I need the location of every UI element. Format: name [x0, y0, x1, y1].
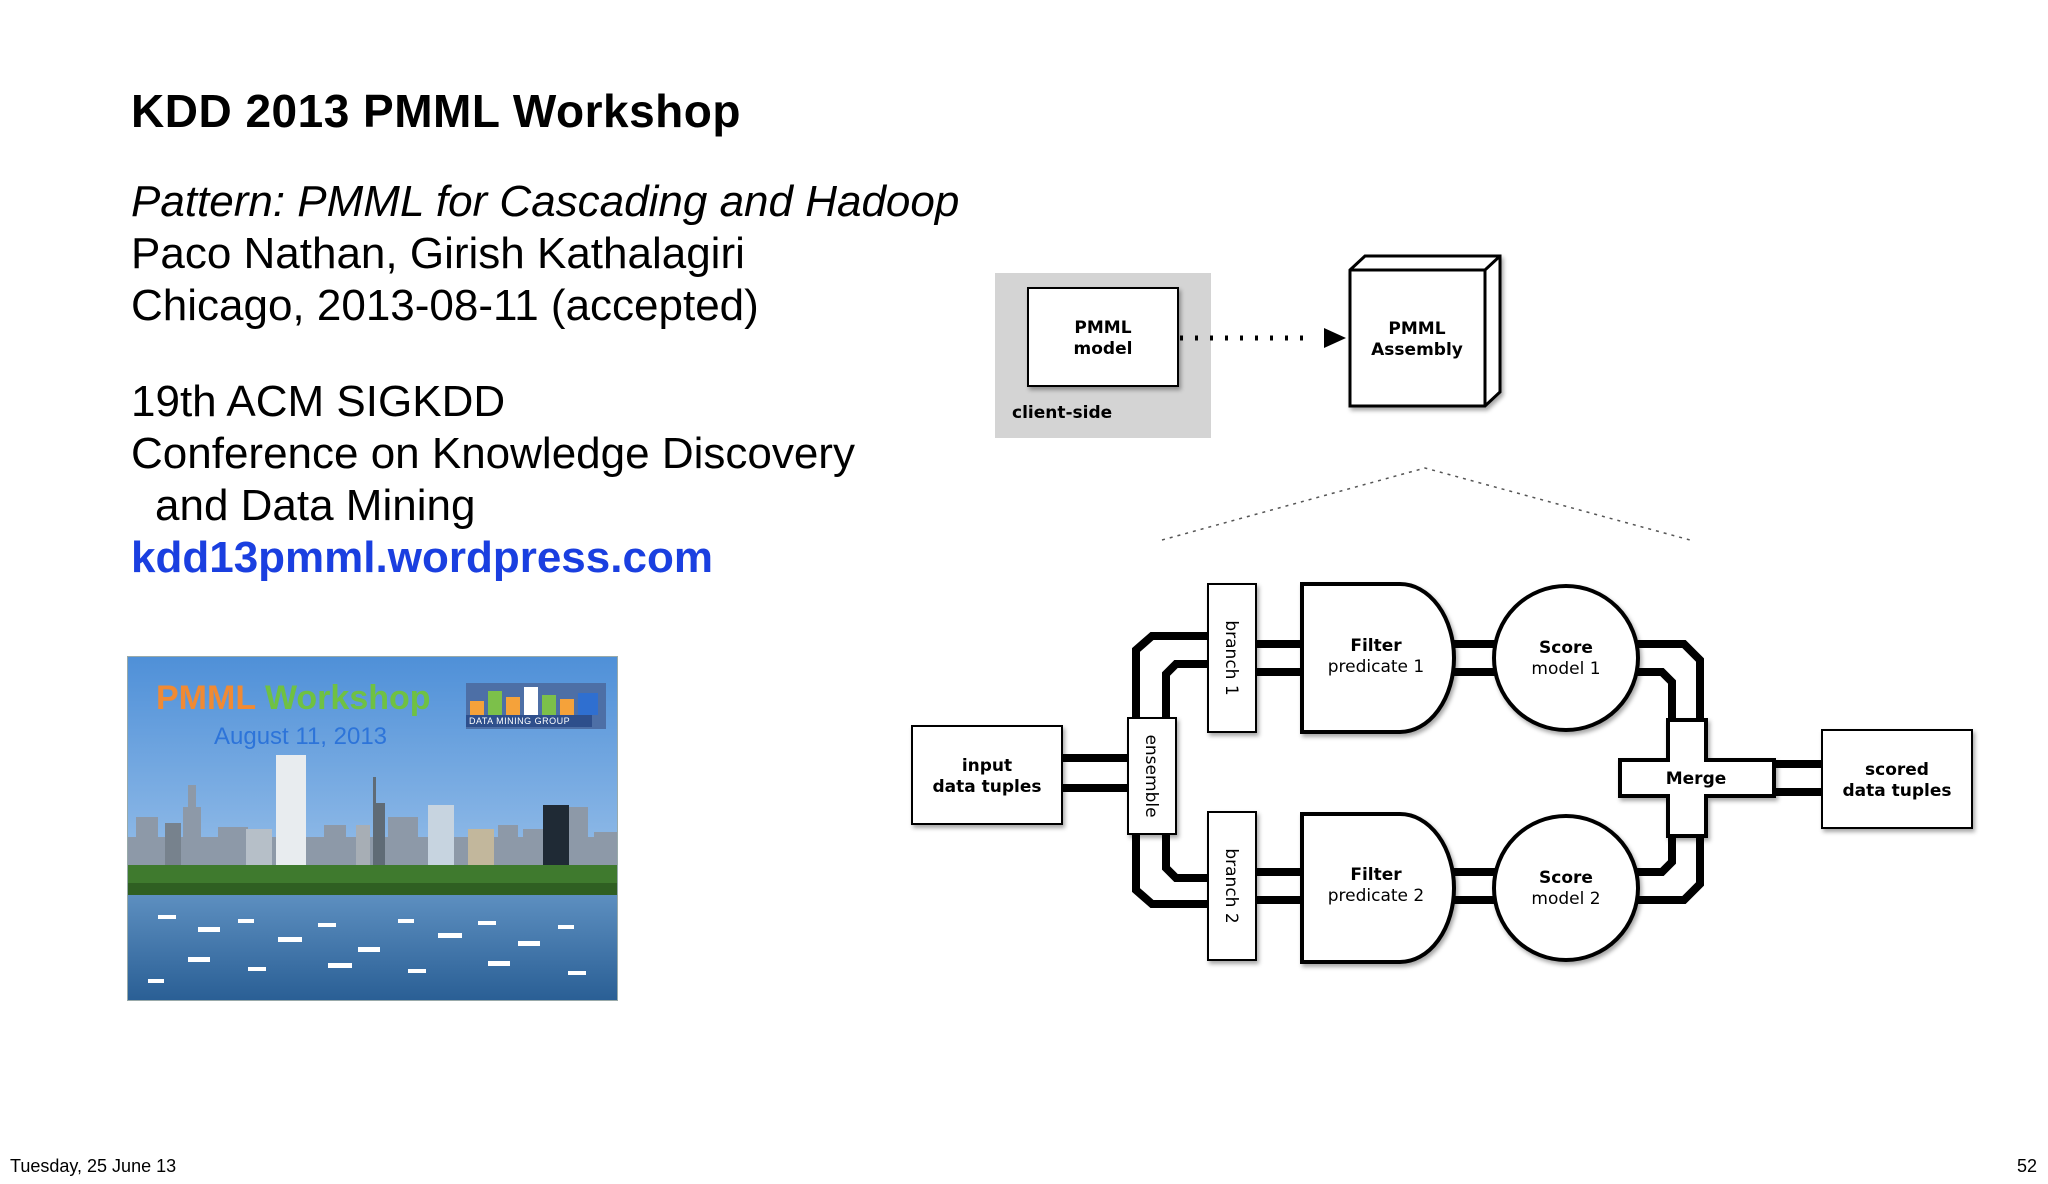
pmml-assembly-box	[1348, 254, 1502, 408]
conference-line-2: Conference on Knowledge Discovery	[131, 429, 855, 478]
branch-1-label: branch 1	[1221, 620, 1241, 695]
location-date: Chicago, 2013-08-11 (accepted)	[131, 281, 759, 330]
score-2-label-2: model 2	[1531, 889, 1600, 909]
page-number: 52	[2016, 1156, 2037, 1176]
filter-2-label-1: Filter	[1350, 865, 1402, 885]
conference-line-1: 19th ACM SIGKDD	[131, 377, 506, 426]
photo-date: August 11, 2013	[214, 723, 388, 750]
conference-line-3: and Data Mining	[155, 481, 476, 530]
photo-title-word-2: Workshop	[264, 679, 431, 717]
pmml-assembly-label-1: PMML	[1388, 319, 1445, 339]
photo-title: PMML Workshop	[156, 679, 431, 718]
photo-title-word-1: PMML	[156, 679, 256, 717]
branch-2-label: branch 2	[1221, 848, 1241, 923]
ensemble-label: ensemble	[1141, 734, 1161, 817]
branch-2-box	[1207, 811, 1257, 961]
score-model-1-circle	[1492, 584, 1640, 732]
input-label-1: input	[962, 756, 1012, 776]
branch-1-box	[1207, 583, 1257, 733]
score-model-2-circle	[1492, 814, 1640, 962]
pmml-assembly-label-2: Assembly	[1371, 340, 1463, 360]
authors: Paco Nathan, Girish Kathalagiri	[131, 229, 745, 278]
client-side-label: client-side	[1012, 403, 1112, 423]
score-2-label-1: Score	[1539, 868, 1593, 888]
arrowhead	[1324, 328, 1346, 348]
dmg-logo-caption: DATA MINING GROUP	[466, 715, 592, 727]
filter-predicate-1-shape	[1300, 582, 1456, 734]
output-label-2: data tuples	[1842, 781, 1951, 801]
website-link[interactable]: kdd13pmml.wordpress.com	[131, 533, 713, 582]
filter-1-label-1: Filter	[1350, 636, 1402, 656]
ensemble-box	[1127, 717, 1177, 835]
info-block: Pattern: PMML for Cascading and Hadoop P…	[131, 176, 959, 332]
score-1-label-2: model 1	[1531, 659, 1600, 679]
filter-2-label-2: predicate 2	[1328, 886, 1425, 906]
input-label-2: data tuples	[932, 777, 1041, 797]
filter-1-label-2: predicate 1	[1328, 657, 1425, 677]
conference-block: 19th ACM SIGKDD Conference on Knowledge …	[131, 376, 855, 584]
pmml-model-label-2: model	[1074, 339, 1133, 359]
talk-title: Pattern: PMML for Cascading and Hadoop	[131, 177, 960, 226]
input-data-tuples-box	[911, 725, 1063, 825]
workshop-photo: PMML Workshop August 11, 2013 DATA MININ…	[127, 656, 618, 1001]
zoom-indicator	[1161, 467, 1691, 541]
filter-predicate-2-shape	[1300, 812, 1456, 964]
scored-data-tuples-box	[1821, 729, 1973, 829]
footer-date: Tuesday, 25 June 13	[10, 1156, 177, 1176]
slide-title: KDD 2013 PMML Workshop	[131, 85, 741, 137]
merge-label: Merge	[1666, 769, 1727, 789]
score-1-label-1: Score	[1539, 638, 1593, 658]
output-label-1: scored	[1865, 760, 1929, 780]
merge-shape	[1618, 718, 1776, 838]
pmml-cascading-diagram: PMML model client-side PMML Assembly	[911, 254, 1973, 964]
pmml-model-box	[1027, 287, 1179, 387]
pmml-model-label-1: PMML	[1074, 318, 1131, 338]
